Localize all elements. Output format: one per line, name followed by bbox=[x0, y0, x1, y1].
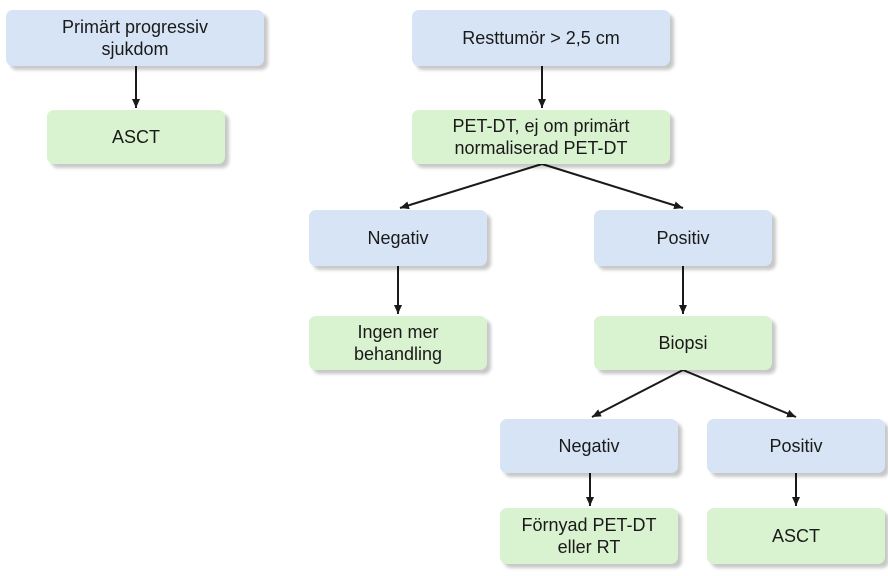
node-no-further-treatment: Ingen mer behandling bbox=[309, 316, 487, 370]
arrow-biopsy-to-negative bbox=[591, 369, 684, 418]
arrow-pet-to-negative bbox=[399, 163, 543, 210]
node-asct-right: ASCT bbox=[707, 508, 885, 564]
node-positive-biopsy: Positiv bbox=[707, 419, 885, 473]
node-renewed-pet-or-rt: Förnyad PET-DT eller RT bbox=[500, 508, 678, 564]
node-primary-progressive-disease: Primärt progressiv sjukdom bbox=[6, 10, 264, 66]
arrow-pet-to-positive bbox=[541, 163, 684, 210]
arrow-biopsy-to-positive bbox=[682, 369, 797, 418]
node-positive-pet: Positiv bbox=[594, 210, 772, 266]
node-biopsy: Biopsi bbox=[594, 316, 772, 370]
node-residual-tumor: Resttumör > 2,5 cm bbox=[412, 10, 670, 66]
node-pet-dt: PET-DT, ej om primärt normaliserad PET-D… bbox=[412, 110, 670, 164]
node-negative-pet: Negativ bbox=[309, 210, 487, 266]
node-asct-left: ASCT bbox=[47, 110, 225, 164]
node-negative-biopsy: Negativ bbox=[500, 419, 678, 473]
